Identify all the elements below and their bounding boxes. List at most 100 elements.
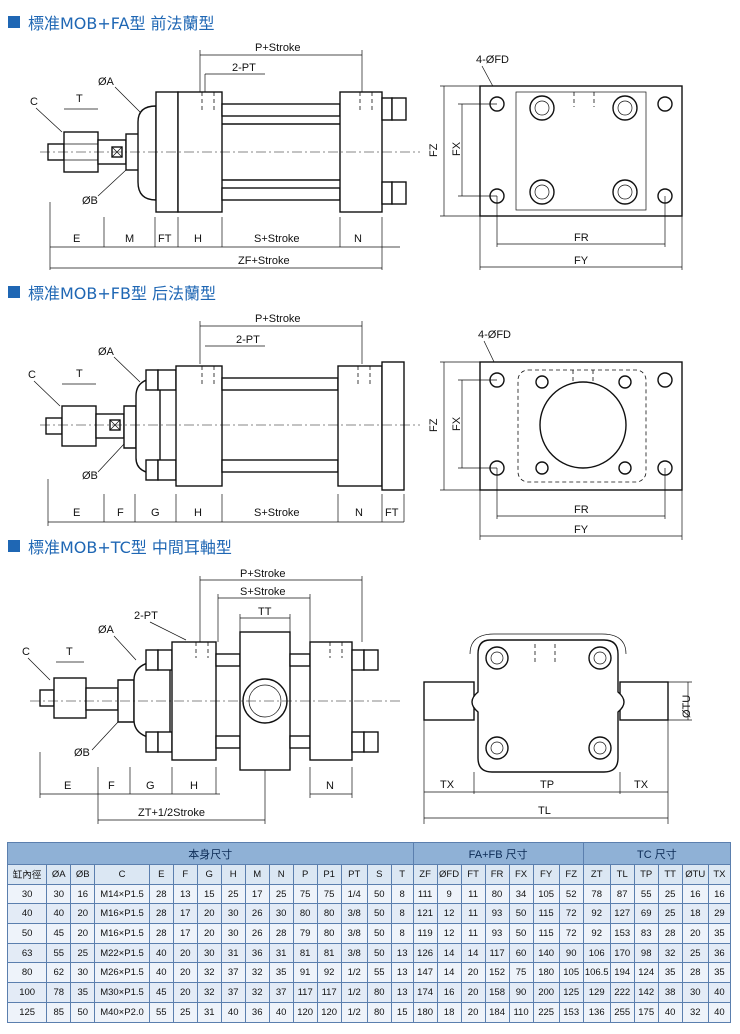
table-cell: 20 bbox=[70, 923, 96, 944]
table-cell: 153 bbox=[609, 923, 635, 944]
table-cell: 93 bbox=[484, 923, 510, 944]
table-cell: 40 bbox=[6, 903, 48, 925]
table-cell: 80 bbox=[366, 982, 392, 1003]
table-cell: 14 bbox=[436, 942, 462, 964]
table-cell: M22×P1.5 bbox=[94, 942, 150, 964]
dim-tu: ØTU bbox=[681, 695, 693, 718]
dim-n: N bbox=[354, 233, 362, 245]
table-cell: 111 bbox=[412, 883, 438, 905]
table-cell: 129 bbox=[582, 982, 611, 1003]
dim-tx-left: TX bbox=[440, 779, 455, 791]
dim-oa: ØA bbox=[98, 624, 115, 636]
table-cell: 50 bbox=[366, 883, 392, 905]
column-header: FR bbox=[484, 864, 510, 885]
dim-h: H bbox=[194, 507, 202, 519]
dim-t: T bbox=[76, 93, 83, 105]
table-cell: 1/2 bbox=[340, 962, 368, 984]
dim-h: H bbox=[190, 780, 198, 792]
table-cell: 32 bbox=[196, 962, 222, 984]
table-cell: 75 bbox=[508, 962, 534, 984]
table-cell: 30 bbox=[220, 923, 246, 944]
table-cell: 120 bbox=[316, 1001, 342, 1023]
table-cell: 16 bbox=[707, 883, 732, 905]
column-header: ØTU bbox=[681, 864, 709, 885]
table-cell: 37 bbox=[220, 982, 246, 1003]
table-cell: 120 bbox=[292, 1001, 318, 1023]
dim-fx: FX bbox=[451, 141, 463, 156]
table-cell: 80 bbox=[316, 923, 342, 944]
table-cell: 34 bbox=[508, 883, 534, 905]
table-cell: 125 bbox=[558, 982, 584, 1003]
table-cell: 92 bbox=[316, 962, 342, 984]
table-cell: 29 bbox=[707, 903, 732, 925]
table-cell: 17 bbox=[244, 883, 270, 905]
table-cell: 20 bbox=[460, 982, 486, 1003]
table-cell: 87 bbox=[609, 883, 635, 905]
table-cell: 117 bbox=[484, 942, 510, 964]
column-header: TX bbox=[707, 864, 732, 885]
table-cell: 45 bbox=[148, 982, 174, 1003]
table-cell: 222 bbox=[609, 982, 635, 1003]
dim-e: E bbox=[73, 233, 80, 245]
table-cell: 55 bbox=[148, 1001, 174, 1023]
table-cell: 200 bbox=[532, 982, 560, 1003]
table-cell: 50 bbox=[366, 942, 392, 964]
table-cell: 15 bbox=[390, 1001, 414, 1023]
diagram-fb: P+Stroke 2-PT ØA C T ØB E F G H S+Stroke… bbox=[0, 304, 740, 540]
table-cell: 37 bbox=[220, 962, 246, 984]
table-cell: 13 bbox=[172, 883, 198, 905]
table-cell: 14 bbox=[460, 942, 486, 964]
table-cell: 35 bbox=[707, 923, 732, 944]
column-header: ZF bbox=[412, 864, 438, 885]
table-cell: 158 bbox=[484, 982, 510, 1003]
table-cell: 31 bbox=[268, 942, 294, 964]
dim-tl: TL bbox=[538, 805, 551, 817]
dim-ob: ØB bbox=[82, 470, 98, 482]
table-cell: 184 bbox=[484, 1001, 510, 1023]
table-cell: 40 bbox=[268, 1001, 294, 1023]
column-header: F bbox=[172, 864, 198, 885]
table-cell: 1/2 bbox=[340, 1001, 368, 1023]
dim-ob: ØB bbox=[74, 747, 90, 759]
table-cell: 55 bbox=[633, 883, 659, 905]
table-cell: 3/8 bbox=[340, 923, 368, 944]
column-header: ZT bbox=[582, 864, 611, 885]
table-cell: 18 bbox=[681, 903, 709, 925]
table-cell: 28 bbox=[148, 883, 174, 905]
dim-f: F bbox=[117, 507, 124, 519]
column-header: FT bbox=[460, 864, 486, 885]
table-cell: M26×P1.5 bbox=[94, 962, 150, 984]
dim-2-pt: 2-PT bbox=[236, 334, 260, 346]
table-cell: 40 bbox=[657, 1001, 683, 1023]
table-cell: 40 bbox=[707, 982, 732, 1003]
diagram-tc: P+Stroke S+Stroke TT 2-PT ØA C T ØB E F … bbox=[0, 562, 740, 832]
dim-c: C bbox=[22, 646, 30, 658]
table-cell: 92 bbox=[582, 903, 611, 925]
dim-fz: FZ bbox=[428, 418, 440, 432]
dim-4-fd: 4-ØFD bbox=[476, 54, 509, 66]
table-cell: 93 bbox=[484, 903, 510, 925]
table-cell: 72 bbox=[558, 923, 584, 944]
dim-fr: FR bbox=[574, 504, 589, 516]
dim-fy: FY bbox=[574, 255, 589, 267]
table-cell: 78 bbox=[582, 883, 611, 905]
dim-fz: FZ bbox=[428, 143, 440, 157]
section-title-text: 標准MOB+TC型 中間耳軸型 bbox=[28, 538, 232, 557]
table-cell: 20 bbox=[70, 903, 96, 925]
table-cell: 20 bbox=[172, 942, 198, 964]
column-header: M bbox=[244, 864, 270, 885]
table-cell: 11 bbox=[460, 883, 486, 905]
table-cell: 50 bbox=[366, 923, 392, 944]
table-cell: 40 bbox=[707, 1001, 732, 1023]
dim-fy: FY bbox=[574, 524, 589, 536]
table-cell: 36 bbox=[244, 942, 270, 964]
table-cell: M30×P1.5 bbox=[94, 982, 150, 1003]
table-cell: 80 bbox=[292, 903, 318, 925]
section-title-fa: 標准MOB+FA型 前法蘭型 bbox=[8, 10, 215, 34]
table-cell: 3/8 bbox=[340, 903, 368, 925]
table-cell: 45 bbox=[46, 923, 72, 944]
section-title-tc: 標准MOB+TC型 中間耳軸型 bbox=[8, 534, 232, 558]
